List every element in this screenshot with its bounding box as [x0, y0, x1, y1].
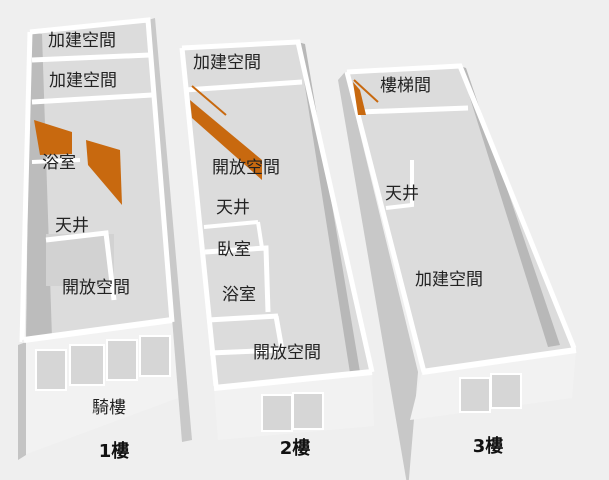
room-label: 開放空間 [62, 278, 130, 298]
room-label: 開放空間 [212, 158, 280, 178]
room-label: 天井 [385, 184, 419, 204]
room-label: 浴室 [42, 153, 76, 173]
room-label: 加建空間 [193, 53, 261, 73]
stair-icon [353, 82, 366, 115]
stair-icon [86, 140, 122, 205]
room-label: 加建空間 [49, 71, 117, 91]
floor-3-model [338, 63, 577, 480]
floor-2-model [179, 39, 375, 440]
room-label: 加建空間 [48, 31, 116, 51]
room-label: 天井 [55, 216, 89, 236]
floor-1-model [18, 17, 192, 460]
room-label: 加建空間 [415, 270, 483, 290]
stair-icon [34, 120, 72, 155]
floor-2-label: 2樓 [279, 438, 311, 459]
room-label: 樓梯間 [380, 76, 431, 96]
floor-3-label: 3樓 [472, 436, 504, 457]
room-label: 開放空間 [253, 343, 321, 363]
floor-1-label: 1樓 [98, 441, 130, 462]
room-label: 騎樓 [92, 398, 126, 418]
stair-icon [190, 100, 262, 180]
room-label: 浴室 [222, 285, 256, 305]
room-label: 天井 [216, 198, 250, 218]
room-label: 臥室 [217, 240, 251, 260]
